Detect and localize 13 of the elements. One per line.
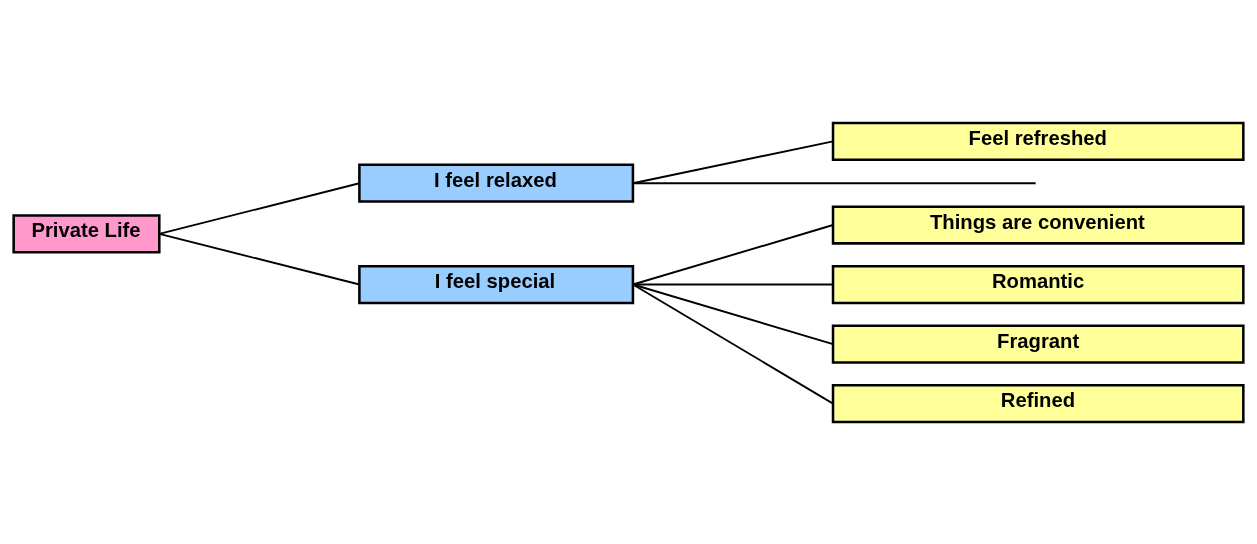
node-box: Fragrant xyxy=(831,323,1245,364)
node-box: Feel refreshed xyxy=(831,121,1245,161)
connector xyxy=(631,223,834,285)
node-box: I feel special xyxy=(358,264,635,304)
node-box: Things are convenient xyxy=(831,204,1245,245)
node-box: Romantic xyxy=(831,264,1245,304)
node-box: Refined xyxy=(831,383,1245,423)
connector xyxy=(158,232,361,285)
node-box: Private Life xyxy=(12,213,161,253)
connector xyxy=(631,181,1037,184)
node-box: I feel relaxed xyxy=(358,163,635,203)
connector xyxy=(631,283,834,404)
connector xyxy=(158,181,361,235)
